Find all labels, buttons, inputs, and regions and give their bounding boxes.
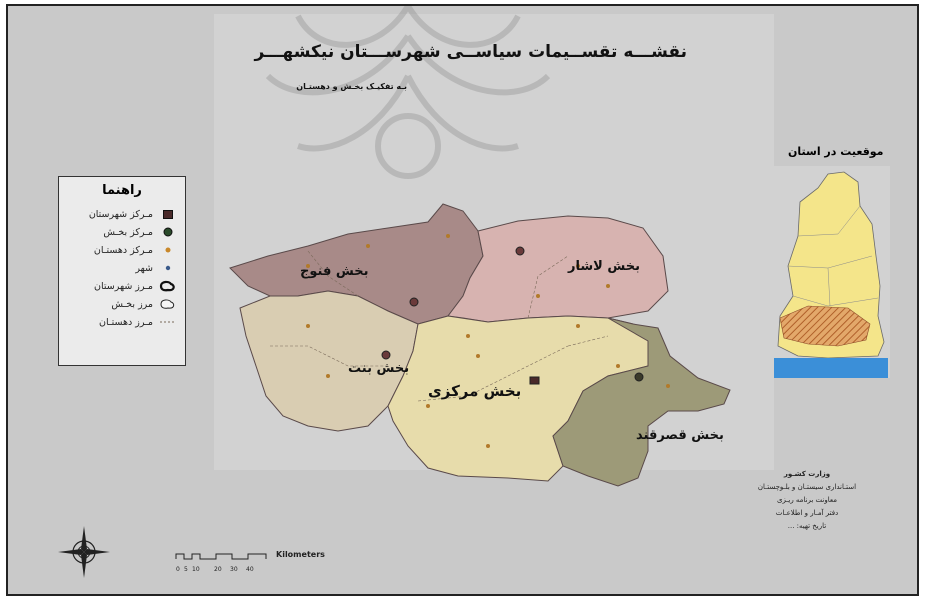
- county-center-icon: [159, 207, 177, 221]
- label-qasreqand: بخش قصرقند: [636, 428, 724, 443]
- sea-area: [774, 358, 888, 378]
- scale-tick: 30: [230, 566, 238, 573]
- credit-line: دفتر آمـار و اطلاعـات: [775, 509, 839, 517]
- credits-block: وزارت کشـور استـانداری سیستـان و بلـوچست…: [752, 468, 862, 533]
- label-fanuj: بخش فنوج: [300, 264, 369, 279]
- locator-title: موقعیت در استان: [788, 145, 884, 158]
- legend-item: شهر: [59, 259, 185, 277]
- legend-item: مرز بخـش: [59, 295, 185, 313]
- district-center-icon: [159, 225, 177, 239]
- scale-ticks: 0 5 10 20 30 40: [176, 566, 258, 573]
- map-legend: راهنما مـرکز شهرستان مـرکز بخـش مـرکز ده…: [58, 176, 186, 366]
- map-title: نقشـــه تقســیمات سیاســی شهرســـتان نیک…: [254, 42, 688, 62]
- scale-tick: 5: [184, 566, 188, 573]
- credit-line: تاریخ تهیه: ...: [787, 522, 827, 530]
- legend-title: راهنما: [102, 183, 142, 198]
- scale-tick: 20: [214, 566, 222, 573]
- district-qasreqand-area: [552, 317, 731, 487]
- district-border-icon: [159, 297, 177, 311]
- scale-bar: [175, 553, 267, 560]
- legend-item: مـرز دهستـان: [59, 313, 185, 331]
- scale-tick: 40: [246, 566, 254, 573]
- city-icon: [159, 261, 177, 275]
- rural-border-icon: [159, 315, 177, 329]
- district-map: [175, 166, 890, 560]
- bent-center-marker: [381, 350, 391, 360]
- credit-line: استـانداری سیستـان و بلـوچستـان: [757, 483, 857, 491]
- lashar-center-marker: [515, 246, 525, 256]
- scale-tick: 10: [192, 566, 200, 573]
- label-markazi: بخش مرکزی: [428, 382, 522, 400]
- credit-line: معاونت برنامه ریـزی: [776, 496, 838, 504]
- qasreqand-center-marker: [634, 372, 644, 382]
- fanuj-center-marker: [409, 297, 419, 307]
- label-lashar: بخش لاشار: [568, 259, 640, 274]
- rural-center-icon: [159, 243, 177, 257]
- legend-item: مـرکز شهرستان: [59, 205, 185, 223]
- scale-tick: 0: [176, 566, 180, 573]
- legend-item: مـرز شهرستان: [59, 277, 185, 295]
- watermark-logo: [265, 6, 551, 179]
- credit-line: وزارت کشـور: [783, 470, 831, 478]
- map-frame: نقشـــه تقســیمات سیاســی شهرســـتان نیک…: [6, 4, 919, 596]
- county-border-icon: [159, 279, 177, 293]
- legend-item: مـرکز بخـش: [59, 223, 185, 241]
- nikshahr-highlight: [779, 305, 871, 347]
- county-center-marker: [529, 376, 540, 385]
- map-subtitle: بـه تفکیـک بخـش و دهستـان: [296, 82, 407, 91]
- compass-rose-icon: [58, 526, 110, 578]
- legend-item: مـرکز دهستـان: [59, 241, 185, 259]
- scale-label: Kilometers: [276, 550, 325, 559]
- label-bent: بخش بنت: [348, 361, 410, 376]
